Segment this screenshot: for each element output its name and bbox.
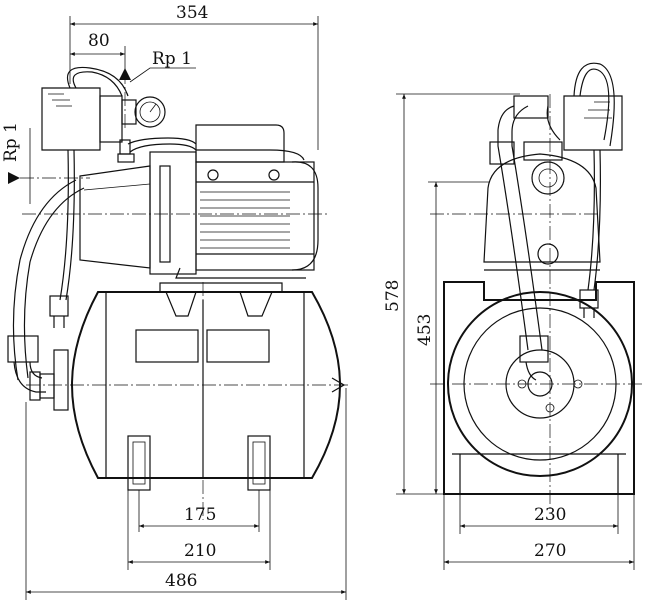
dim-width-outer: 270 [534, 541, 566, 561]
dim-connection-offset: 80 [88, 31, 110, 51]
front-view [430, 62, 644, 510]
dim-width-inner: 230 [534, 505, 566, 525]
pressure-switch-side [7, 66, 166, 393]
label-outlet-connection: Rp 1 [152, 49, 192, 69]
dim-total-height: 578 [383, 280, 403, 312]
dimension-labels: 354 80 Rp 1 Rp 1 486 175 210 578 453 230… [1, 3, 566, 591]
pump-motor-side [79, 124, 319, 279]
pressure-tank-side [29, 282, 346, 491]
dimension-lines [8, 16, 635, 600]
label-inlet-connection: Rp 1 [1, 122, 21, 162]
dim-pump-length: 354 [176, 3, 208, 23]
side-view [7, 66, 350, 520]
dim-axis-height: 453 [415, 314, 435, 346]
dim-overall-length: 486 [165, 571, 197, 591]
dim-foot-spacing-outer: 210 [184, 541, 216, 561]
pump-front [483, 153, 601, 263]
dim-foot-spacing-inner: 175 [184, 505, 216, 525]
